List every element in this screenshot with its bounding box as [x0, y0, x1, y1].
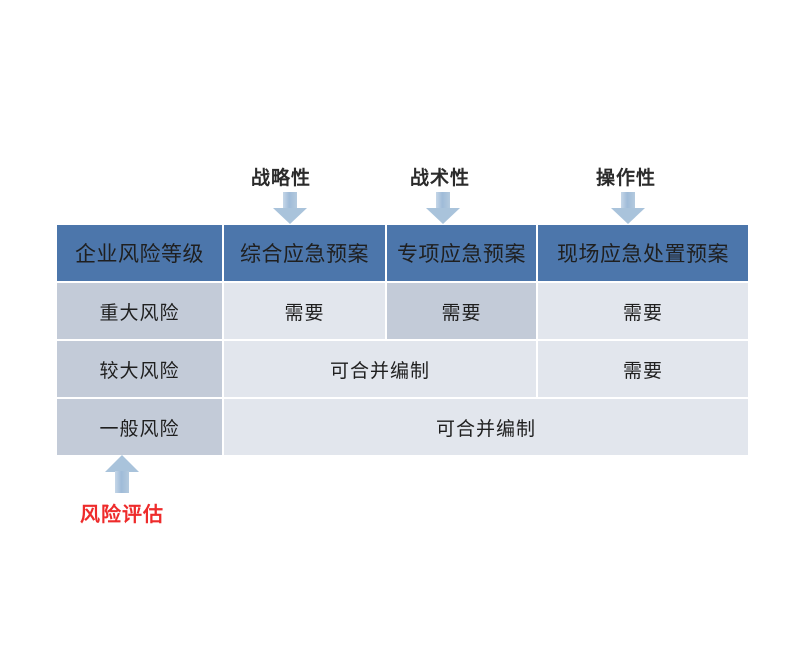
- arrow-head: [611, 208, 645, 224]
- column-tag-label-operational: 操作性: [595, 168, 657, 189]
- cell-major-onsite: 需要: [538, 283, 748, 341]
- row-header-moderate-risk: 较大风险: [57, 341, 224, 399]
- arrow-shaft: [621, 192, 635, 209]
- arrow-head: [426, 208, 460, 224]
- table-row: 重大风险 需要 需要 需要: [57, 283, 748, 341]
- table-row: 一般风险 可合并编制: [57, 399, 748, 455]
- table-header-row: 企业风险等级 综合应急预案 专项应急预案 现场应急处置预案: [57, 225, 748, 283]
- column-header-onsite-plan: 现场应急处置预案: [538, 225, 748, 283]
- table-row: 较大风险 可合并编制 需要: [57, 341, 748, 399]
- column-tag-label-tactical: 战术性: [409, 168, 471, 189]
- up-arrow-icon-risk-assessment: [105, 455, 139, 493]
- arrow-head: [105, 455, 139, 472]
- arrow-head: [273, 208, 307, 224]
- down-arrow-icon-operational: [611, 192, 645, 224]
- row-header-major-risk: 重大风险: [57, 283, 224, 341]
- row-header-general-risk: 一般风险: [57, 399, 224, 455]
- down-arrow-icon-tactical: [426, 192, 460, 224]
- column-header-special-plan: 专项应急预案: [387, 225, 538, 283]
- cell-major-special: 需要: [387, 283, 538, 341]
- arrow-shaft: [115, 471, 129, 493]
- cell-general-merged: 可合并编制: [224, 399, 748, 455]
- column-header-comprehensive-plan: 综合应急预案: [224, 225, 387, 283]
- arrow-shaft: [436, 192, 450, 209]
- risk-assessment-note: 风险评估: [80, 504, 164, 526]
- column-tag-label-strategic: 战略性: [250, 168, 312, 189]
- down-arrow-icon-strategic: [273, 192, 307, 224]
- arrow-shaft: [283, 192, 297, 209]
- column-header-risk-level: 企业风险等级: [57, 225, 224, 283]
- risk-plan-matrix: 企业风险等级 综合应急预案 专项应急预案 现场应急处置预案 重大风险 需要 需要…: [57, 225, 748, 455]
- cell-major-comprehensive: 需要: [224, 283, 387, 341]
- cell-moderate-merged: 可合并编制: [224, 341, 538, 399]
- cell-moderate-onsite: 需要: [538, 341, 748, 399]
